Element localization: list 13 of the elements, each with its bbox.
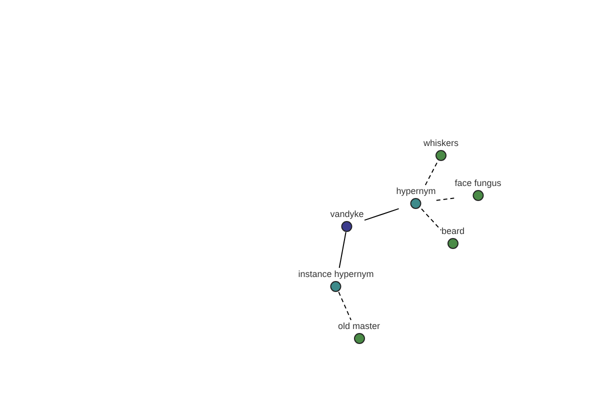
node-label: beard bbox=[441, 226, 465, 236]
node-label: instance hypernym bbox=[298, 268, 374, 278]
dashed-connector bbox=[424, 160, 438, 186]
node-label: face fungus bbox=[454, 178, 502, 188]
connector-line bbox=[338, 232, 346, 268]
node-label: vandyke bbox=[330, 208, 364, 218]
dashed-connector bbox=[436, 198, 455, 201]
dashed-connector bbox=[338, 292, 352, 320]
node-label: old master bbox=[338, 320, 380, 330]
connector-line bbox=[364, 208, 400, 221]
dashed-connector bbox=[421, 208, 442, 231]
node-label: hypernym bbox=[396, 186, 436, 196]
node-label: whiskers bbox=[424, 138, 458, 148]
